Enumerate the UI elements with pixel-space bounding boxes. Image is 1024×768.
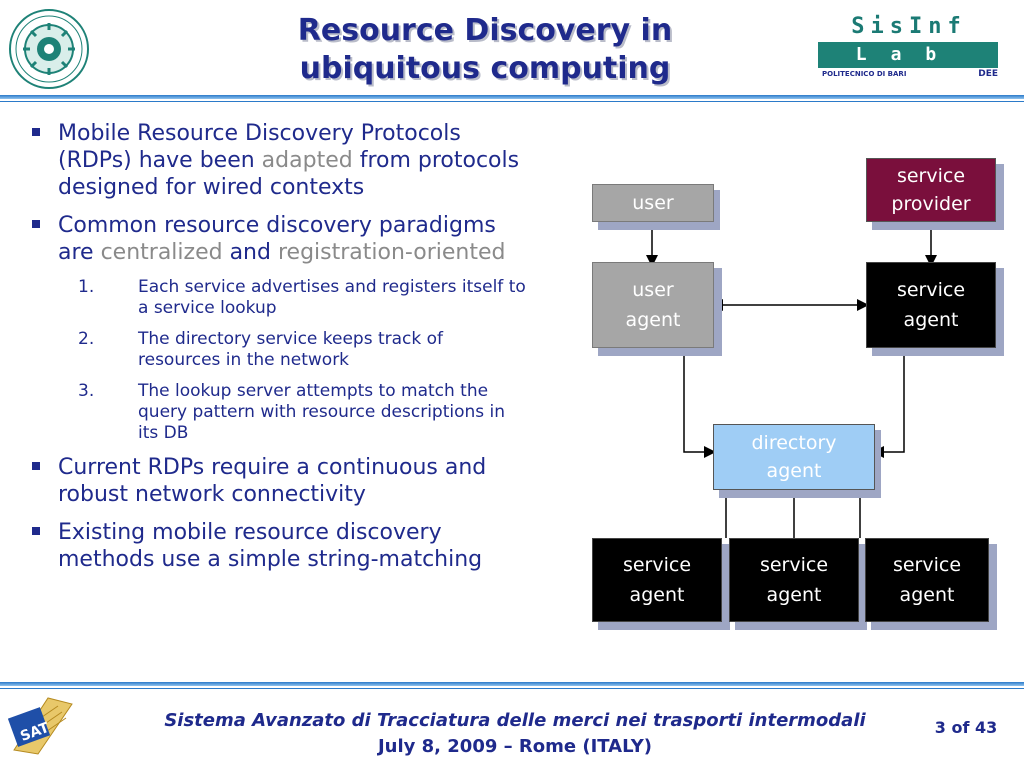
politecnico-text: POLITECNICO DI BARI xyxy=(822,70,907,78)
service-agent-label: service xyxy=(892,554,962,576)
service-agent-label: service xyxy=(759,554,829,576)
user-agent-label: user xyxy=(632,279,674,301)
footer-project-name: Sistema Avanzato di Tracciatura delle me… xyxy=(164,710,866,731)
numbered-item: 2. The directory service keeps track of … xyxy=(30,329,530,371)
bullet-text: Existing mobile resource discovery metho… xyxy=(58,520,483,572)
service-agent-box-bottom-1: service agent xyxy=(592,538,722,622)
item-number: 3. xyxy=(78,381,95,401)
bullet-text: Common resource discovery paradigms are xyxy=(58,213,496,265)
bullet-text: Mobile Resource Discovery Protocols (RDP… xyxy=(58,121,461,173)
bullet-item: Current RDPs require a continuous and ro… xyxy=(30,454,530,508)
highlight-text: centralized xyxy=(100,240,223,265)
sisinf-logo-text: SisInf xyxy=(851,14,967,39)
bullet-text: Current RDPs require a continuous and ro… xyxy=(58,455,487,507)
bullet-item: Existing mobile resource discovery metho… xyxy=(30,519,530,573)
service-agent-box-top: service agent xyxy=(866,262,996,348)
user-box: user xyxy=(592,184,714,222)
item-text: The directory service keeps track of res… xyxy=(138,329,444,370)
highlight-text: registration-oriented xyxy=(277,240,506,265)
header-divider-thin xyxy=(0,101,1024,102)
directory-agent-label: agent xyxy=(766,460,822,482)
service-agent-box-bottom-3: service agent xyxy=(865,538,989,622)
dee-text: DEE xyxy=(978,69,998,79)
service-provider-label: service xyxy=(896,165,966,187)
user-agent-label: agent xyxy=(625,309,681,331)
item-text: Each service advertises and registers it… xyxy=(138,277,526,318)
directory-agent-label: directory xyxy=(751,432,837,454)
slide-content: Mobile Resource Discovery Protocols (RDP… xyxy=(30,120,530,584)
page-number: 3 of 43 xyxy=(934,718,998,737)
square-bullet-icon xyxy=(32,128,40,136)
service-agent-box-bottom-2: service agent xyxy=(729,538,859,622)
service-agent-label: service xyxy=(622,554,692,576)
square-bullet-icon xyxy=(32,462,40,470)
bullet-text: from protocols designed for wired contex… xyxy=(58,148,520,200)
user-agent-box: user agent xyxy=(592,262,714,348)
bullet-item: Common resource discovery paradigms are … xyxy=(30,212,530,266)
item-text: The lookup server attempts to match the … xyxy=(138,381,506,443)
service-agent-label: service xyxy=(896,279,966,301)
service-provider-label: provider xyxy=(891,193,971,215)
numbered-item: 3. The lookup server attempts to match t… xyxy=(30,381,530,444)
directory-agent-box: directory agent xyxy=(713,424,875,490)
service-agent-label: agent xyxy=(629,584,685,606)
sat-project-logo: SAT xyxy=(7,694,78,756)
slide-title-line2: ubiquitous computing xyxy=(299,51,671,86)
item-number: 2. xyxy=(78,329,95,349)
footer-date-location: July 8, 2009 – Rome (ITALY) xyxy=(377,736,653,757)
slide-title: Resource Discovery in ubiquitous computi… xyxy=(240,12,730,88)
user-label: user xyxy=(632,192,674,214)
bullet-item: Mobile Resource Discovery Protocols (RDP… xyxy=(30,120,530,201)
square-bullet-icon xyxy=(32,220,40,228)
service-provider-box: service provider xyxy=(866,158,996,222)
footer-divider-thin xyxy=(0,688,1024,689)
footer-divider xyxy=(0,682,1024,686)
sisinf-lab-logo: SisInf Lab POLITECNICO DI BARI DEE xyxy=(818,14,1000,84)
bullet-text: and xyxy=(222,240,278,265)
university-seal-logo xyxy=(8,8,90,90)
highlight-text: adapted xyxy=(261,148,353,173)
footer-text: Sistema Avanzato di Tracciatura delle me… xyxy=(110,708,920,760)
item-number: 1. xyxy=(78,277,95,297)
square-bullet-icon xyxy=(32,527,40,535)
sisinf-lab-text: Lab xyxy=(818,42,998,68)
service-agent-label: agent xyxy=(766,584,822,606)
slide-title-line1: Resource Discovery in xyxy=(297,13,673,48)
service-agent-label: agent xyxy=(899,584,955,606)
service-agent-label: agent xyxy=(903,309,959,331)
header-divider xyxy=(0,95,1024,99)
numbered-item: 1. Each service advertises and registers… xyxy=(30,277,530,319)
